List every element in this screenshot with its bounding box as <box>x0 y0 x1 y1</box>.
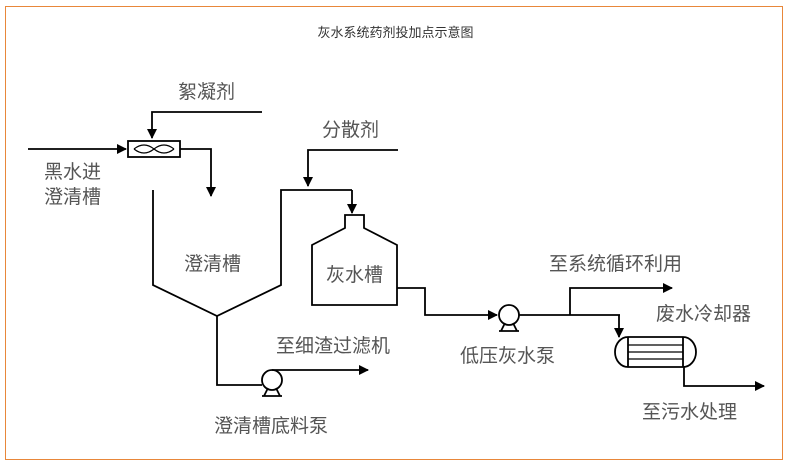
label-clarifier: 澄清槽 <box>184 253 241 275</box>
static-mixer <box>127 140 181 158</box>
label-to-system-recycle: 至系统循环利用 <box>549 253 682 275</box>
label-flocculant: 絮凝剂 <box>178 81 235 103</box>
label-wastewater-cooler: 废水冷却器 <box>656 303 751 325</box>
label-low-pressure-grey-pump: 低压灰水泵 <box>460 345 555 367</box>
grey-water-tank <box>311 214 398 306</box>
diagram-title: 灰水系统药剂投加点示意图 <box>317 26 474 41</box>
label-black-water-in: 黑水进 <box>44 161 101 183</box>
wastewater-cooler <box>614 336 697 368</box>
label-black-water-in-2: 澄清槽 <box>44 186 101 208</box>
to-system-recycle-line <box>569 283 673 315</box>
label-clarifier-bottom-pump: 澄清槽底料泵 <box>214 415 328 437</box>
label-to-sewage-treatment: 至污水处理 <box>642 401 737 423</box>
to-sewage-treatment-line <box>683 367 765 391</box>
mixer-outlet-line <box>180 148 216 197</box>
label-grey-water-tank: 灰水槽 <box>326 264 383 286</box>
dispersant-feed-line <box>303 149 398 187</box>
clarifier-bottom-line <box>216 316 262 386</box>
tank-outlet-line <box>397 287 498 320</box>
label-dispersant: 分散剂 <box>322 119 379 141</box>
flocculant-feed-line <box>147 111 262 139</box>
label-to-fine-slag-filter: 至细渣过滤机 <box>276 335 390 357</box>
clarifier-vessel <box>152 189 352 318</box>
diagram-frame <box>5 6 783 460</box>
clarifier-bottom-pump <box>261 369 283 397</box>
low-pressure-grey-water-pump <box>498 304 520 332</box>
